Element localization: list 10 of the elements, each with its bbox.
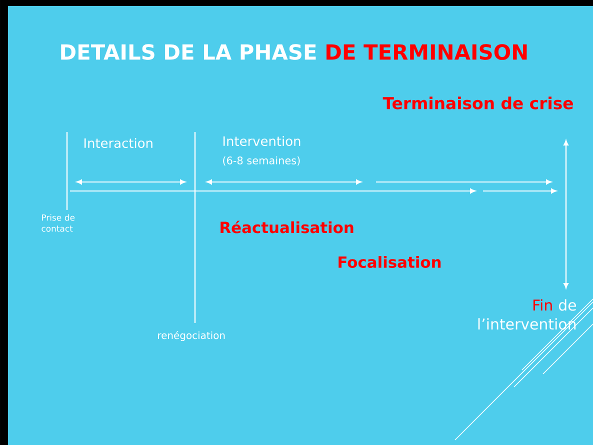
phase-label: Terminaison de crise [382,96,573,110]
arrow [564,140,568,288]
milestone-label: renégociation [158,330,225,342]
step-label: Réactualisation [220,220,354,234]
slide-title: DETAILS DE LA PHASE DE TERMINAISON [61,44,527,60]
step-label: Focalisation [338,256,441,268]
milestone-label: Prise de contact [42,214,75,232]
phase-label: Interaction [84,138,152,148]
duration-label: (6-8 semaines) [223,156,300,166]
phase-label: Intervention [223,136,300,146]
